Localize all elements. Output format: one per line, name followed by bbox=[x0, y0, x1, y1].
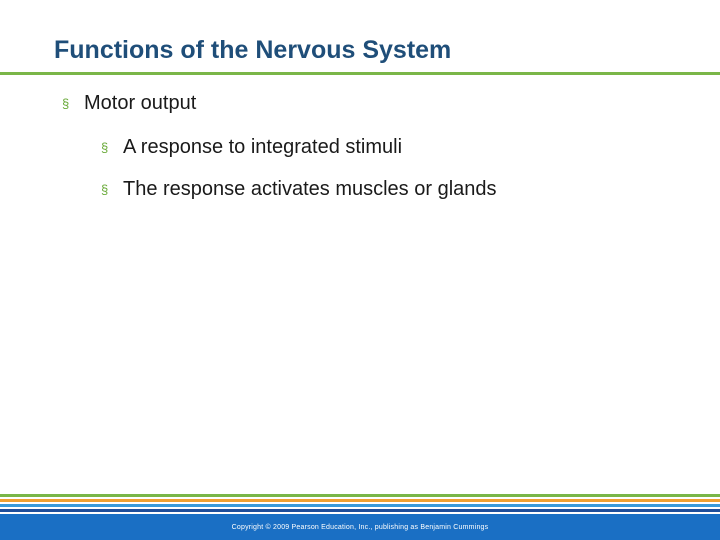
bullet-text: Motor output bbox=[84, 91, 197, 114]
bullet-item-motor-output: § Motor output bbox=[62, 90, 196, 116]
sub-bullet-text: The response activates muscles or glands bbox=[123, 177, 497, 200]
decorative-stripes bbox=[0, 494, 720, 514]
stripe-dark-blue bbox=[0, 509, 720, 512]
sub-bullet-item-response: § A response to integrated stimuli bbox=[101, 134, 402, 160]
stripe-green bbox=[0, 494, 720, 497]
copyright-notice: Copyright © 2009 Pearson Education, Inc.… bbox=[231, 523, 489, 531]
square-bullet-icon: § bbox=[62, 95, 70, 111]
sub-bullet-text: A response to integrated stimuli bbox=[123, 135, 403, 158]
square-bullet-icon: § bbox=[101, 181, 109, 197]
slide-title: Functions of the Nervous System bbox=[54, 36, 452, 64]
stripe-orange bbox=[0, 499, 720, 502]
stripe-light-blue bbox=[0, 504, 720, 507]
title-divider bbox=[0, 72, 720, 75]
sub-bullet-item-activation: § The response activates muscles or glan… bbox=[101, 176, 497, 202]
square-bullet-icon: § bbox=[101, 139, 109, 155]
footer-bar: Copyright © 2009 Pearson Education, Inc.… bbox=[0, 514, 720, 540]
